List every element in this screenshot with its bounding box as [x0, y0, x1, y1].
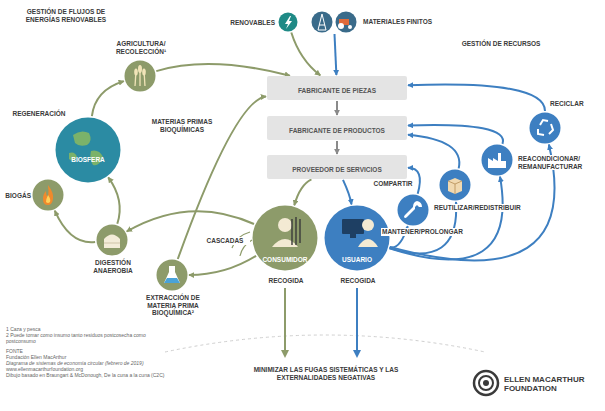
footnote: FONTE	[6, 348, 176, 354]
flow-arrow	[343, 180, 352, 205]
leak-arrow	[356, 288, 358, 352]
node-label: REUTILIZAR/REDISTRIBUIR	[433, 204, 531, 212]
arrow-head	[353, 350, 361, 358]
node-shape	[278, 12, 298, 32]
node-label: CONSUMIDOR	[252, 256, 318, 264]
icon-circle: RENOVABLES	[278, 12, 298, 32]
node-label: MANTENER/PROLONGAR	[381, 228, 469, 236]
logo-text: ELLEN MACARTHUR FOUNDATION	[503, 375, 600, 393]
footnote: Fundación Ellen MacArthur	[6, 354, 176, 360]
node-label: REACONDICIONAR/ REMANUFACTURAR	[517, 155, 593, 170]
flow-arrow	[156, 64, 290, 76]
icon-circle: BIOSFERA	[55, 117, 121, 183]
box-label: FABRICANTE DE PIEZAS	[298, 87, 376, 94]
node-label: EXTRACCIÓN DE MATERIA PRIMA BIOQUÍMICA²	[132, 294, 214, 317]
foundation-logo	[474, 371, 498, 395]
node-shape	[124, 60, 156, 92]
flow-arrow	[92, 81, 124, 116]
flow-arrow	[291, 33, 320, 76]
node-shape	[481, 144, 513, 176]
flow-label: REGENERACIÓN	[8, 110, 70, 118]
footnote: Dibujo basado en Braungart & McDonough, …	[6, 372, 176, 378]
footnote: www.ellenmacarthurfoundation.org	[6, 366, 176, 372]
arrow-head	[281, 350, 289, 358]
flow-label: RECOGIDA	[260, 277, 312, 285]
node-label: RENOVABLES	[228, 19, 276, 27]
node-label: BIOSFERA	[55, 156, 121, 164]
icon-circle: DIGESTIÓN ANAEROBIA	[96, 224, 128, 256]
icon-circle: USUARIO	[324, 205, 390, 271]
footer-message: MINIMIZAR LAS FUGAS SISTEMÁTICAS Y LAS E…	[245, 366, 407, 381]
flow-arrow	[408, 135, 459, 169]
flow-label: CASCADAS	[200, 237, 250, 245]
flow-arrow	[335, 34, 337, 75]
flow-label: GESTIÓN DE RECURSOS	[455, 40, 547, 48]
icon-circle: MANTENER/PROLONGAR	[397, 194, 429, 226]
node-shape	[55, 117, 121, 183]
node-shape	[32, 179, 64, 211]
node-label: DIGESTIÓN ANAEROBIA	[82, 259, 144, 274]
icon-circle: REUTILIZAR/REDISTRIBUIR	[439, 169, 471, 201]
footnotes: 1 Caza y pesca2 Puede tomar como insumo …	[6, 326, 176, 378]
boundary-arc	[165, 335, 485, 352]
flow-arrow	[294, 179, 311, 205]
icon-circle: REACONDICIONAR/ REMANUFACTURAR	[481, 144, 513, 176]
flow-arrow	[108, 177, 120, 224]
flow-arrow	[408, 85, 545, 111]
icon-circle: RECICLAR	[529, 112, 561, 144]
node-shape	[439, 169, 471, 201]
icon-circle: EXTRACCIÓN DE MATERIA PRIMA BIOQUÍMICA²	[156, 259, 188, 291]
node-shape	[397, 194, 429, 226]
node-label: USUARIO	[324, 256, 390, 264]
node-shape	[156, 259, 188, 291]
node-label: AGRICULTURA/ RECOLECCIÓN¹	[96, 40, 186, 55]
icon-circle: BIOGÁS	[32, 179, 64, 211]
footnote: 2 Puede tomar como insumo tanto residuos…	[6, 332, 176, 344]
footnote: Diagrama de sistemas de economía circula…	[6, 360, 176, 366]
node-shape	[96, 224, 128, 256]
node-label: RECICLAR	[549, 100, 591, 108]
leak-arrow	[284, 288, 286, 352]
node-label: BIOGÁS	[0, 192, 32, 200]
flow-arrow	[55, 211, 95, 243]
flow-label: MATERIAS PRIMAS BIOQUÍMICAS	[150, 118, 214, 133]
flow-arrow	[408, 125, 503, 144]
node-label: MATERIALES FINITOS	[362, 18, 438, 26]
flow-arrow	[336, 101, 338, 115]
icon-group: MATERIALES FINITOS	[310, 11, 358, 33]
flow-label: COMPARTIR	[370, 180, 416, 188]
flow-arrow	[127, 211, 254, 231]
box-label: PROVEEDOR DE SERVICIOS	[292, 166, 381, 173]
footnote: 1 Caza y pesca	[6, 326, 176, 332]
process-box: PROVEEDOR DE SERVICIOS	[267, 155, 407, 179]
process-box: FABRICANTE DE PIEZAS	[267, 76, 407, 100]
flow-arrow	[189, 256, 256, 275]
flow-label: RECOGIDA	[332, 277, 384, 285]
box-label: FABRICANTE DE PRODUCTOS	[289, 127, 385, 134]
process-box: FABRICANTE DE PRODUCTOS	[267, 116, 407, 140]
icon-circle: AGRICULTURA/ RECOLECCIÓN¹	[124, 60, 156, 92]
node-shape	[529, 112, 561, 144]
flow-label: GESTIÓN DE FLUJOS DE ENERGÍAS RENOVABLES	[15, 8, 117, 23]
node-shape	[310, 11, 358, 33]
flow-arrow	[336, 141, 338, 154]
icon-circle: CONSUMIDOR	[252, 205, 318, 271]
